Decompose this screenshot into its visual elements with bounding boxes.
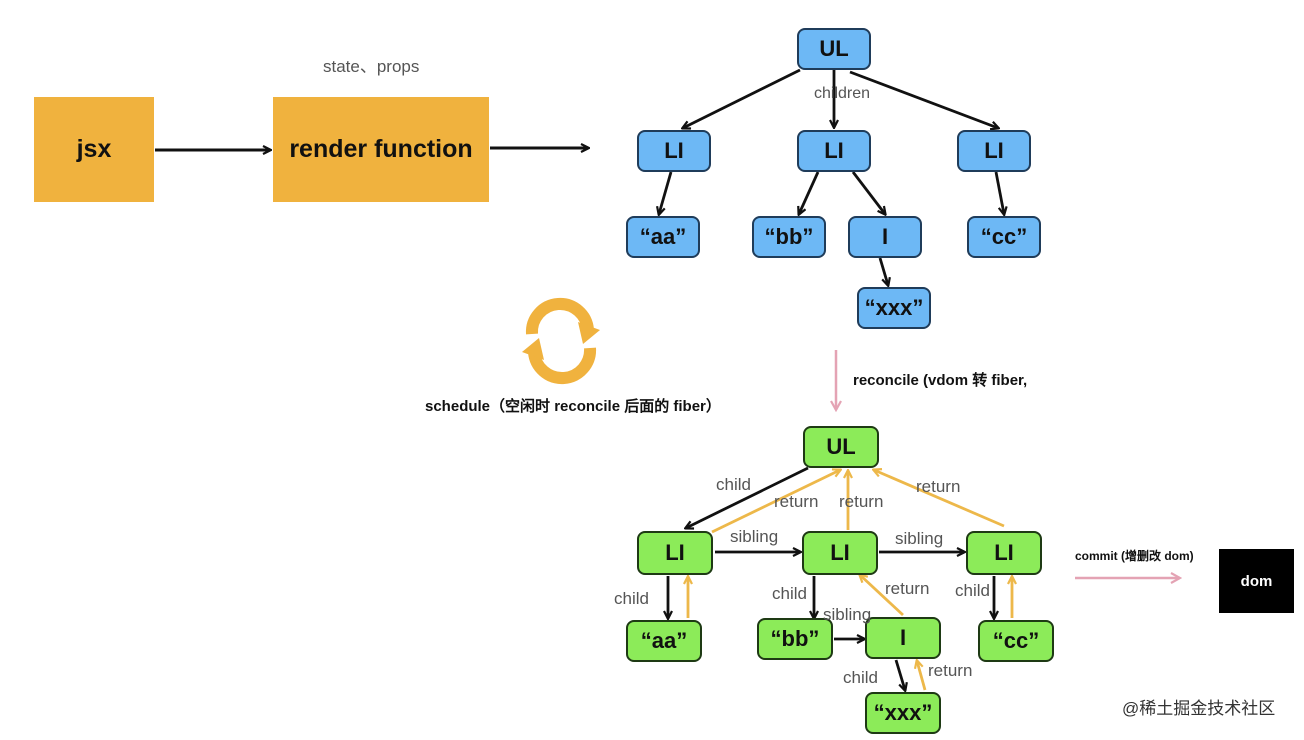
vdom-node-i-label: I xyxy=(881,224,889,249)
fiber-node-cc-label: “cc” xyxy=(992,628,1040,653)
vdom-node-bb-label: “bb” xyxy=(764,224,814,249)
jsx-box: jsx xyxy=(34,97,154,202)
edge-label-return-li2-ul: return xyxy=(839,492,884,511)
vdom-node-li-3-label: LI xyxy=(984,138,1004,163)
fiber-node-li-3-label: LI xyxy=(994,540,1014,565)
fiber-node-aa: “aa” xyxy=(626,620,702,662)
vdom-edge-ul-li3 xyxy=(849,70,998,128)
edge-label-sibling-bb-i: sibling xyxy=(823,605,872,624)
edge-label-child-li2-bb: child xyxy=(772,584,807,603)
vdom-node-li-1-label: LI xyxy=(664,138,684,163)
fiber-return-i-li2 xyxy=(860,575,904,617)
vdom-node-aa: “aa” xyxy=(626,216,700,258)
fiber-node-ul-label: UL xyxy=(826,434,856,459)
edge-label-sibling-li1-li2: sibling xyxy=(730,527,779,546)
vdom-edge-li2-bb xyxy=(799,171,820,214)
fiber-node-aa-label: “aa” xyxy=(640,628,688,653)
vdom-edge-i-xxx xyxy=(878,257,888,285)
vdom-node-xxx: “xxx” xyxy=(857,287,931,329)
fiber-node-li-3: LI xyxy=(966,531,1042,575)
vdom-node-li-2-label: LI xyxy=(824,138,844,163)
render-function-label: render function xyxy=(289,135,473,163)
jsx-label: jsx xyxy=(76,135,112,163)
fiber-return-li1-ul xyxy=(711,470,840,534)
vdom-node-aa-label: “aa” xyxy=(639,224,687,249)
fiber-node-i: I xyxy=(865,617,941,659)
fiber-node-ul: UL xyxy=(803,426,879,468)
render-function-box: render function xyxy=(273,97,489,202)
watermark: @稀土掘金技术社区 xyxy=(1122,699,1276,718)
fiber-node-i-label: I xyxy=(899,625,907,650)
vdom-node-ul: UL xyxy=(797,28,871,70)
vdom-edge-li1-aa xyxy=(659,171,673,214)
state-props-label: state、props xyxy=(323,57,420,76)
fiber-node-xxx-label: “xxx” xyxy=(873,700,933,725)
edge-label-return-li1-ul: return xyxy=(774,492,819,511)
vdom-node-li-1: LI xyxy=(637,130,711,172)
vdom-node-i: I xyxy=(848,216,922,258)
fiber-return-xxx-i xyxy=(917,661,927,691)
vdom-edge-li2-i xyxy=(851,171,885,214)
edge-label-return-li3-ul: return xyxy=(916,477,961,496)
edge-label-return-i-li2: return xyxy=(885,579,930,598)
refresh-cycle-icon xyxy=(522,298,600,384)
vdom-edge-ul-li1 xyxy=(683,68,801,128)
fiber-return-li3-ul xyxy=(874,470,1005,528)
vdom-node-xxx-label: “xxx” xyxy=(864,295,924,320)
edge-label-child-li1-aa: child xyxy=(614,589,649,608)
vdom-node-li-3: LI xyxy=(957,130,1031,172)
fiber-node-li-2-label: LI xyxy=(830,540,850,565)
vdom-node-ul-label: UL xyxy=(819,36,849,61)
fiber-node-cc: “cc” xyxy=(978,620,1054,662)
vdom-children-label: children xyxy=(814,85,871,102)
vdom-node-bb: “bb” xyxy=(752,216,826,258)
dom-label: dom xyxy=(1240,572,1273,590)
fiber-node-bb-label: “bb” xyxy=(770,626,820,651)
dom-box: dom xyxy=(1219,549,1294,613)
edge-label-return-xxx-i: return xyxy=(928,661,973,680)
fiber-node-li-1-label: LI xyxy=(665,540,685,565)
edge-label-child-ul-li1: child xyxy=(716,475,751,494)
edge-label-child-i-xxx: child xyxy=(843,668,878,687)
fiber-node-li-2: LI xyxy=(802,531,878,575)
fiber-node-li-1: LI xyxy=(637,531,713,575)
commit-label: commit (增删改 dom) xyxy=(1075,549,1194,563)
fiber-node-bb: “bb” xyxy=(757,618,833,660)
reconcile-label: reconcile (vdom 转 fiber, xyxy=(853,372,1028,389)
fiber-node-xxx: “xxx” xyxy=(865,692,941,734)
vdom-edge-li3-cc xyxy=(994,171,1004,214)
edge-label-child-li3-cc: child xyxy=(955,581,990,600)
schedule-label: schedule（空闲时 reconcile 后面的 fiber） xyxy=(425,398,721,415)
fiber-child-i-xxx xyxy=(894,659,905,690)
vdom-node-cc: “cc” xyxy=(967,216,1041,258)
edge-label-sibling-li2-li3: sibling xyxy=(895,529,944,548)
vdom-node-cc-label: “cc” xyxy=(980,224,1028,249)
vdom-node-li-2: LI xyxy=(797,130,871,172)
fiber-child-ul-li1 xyxy=(686,466,809,528)
